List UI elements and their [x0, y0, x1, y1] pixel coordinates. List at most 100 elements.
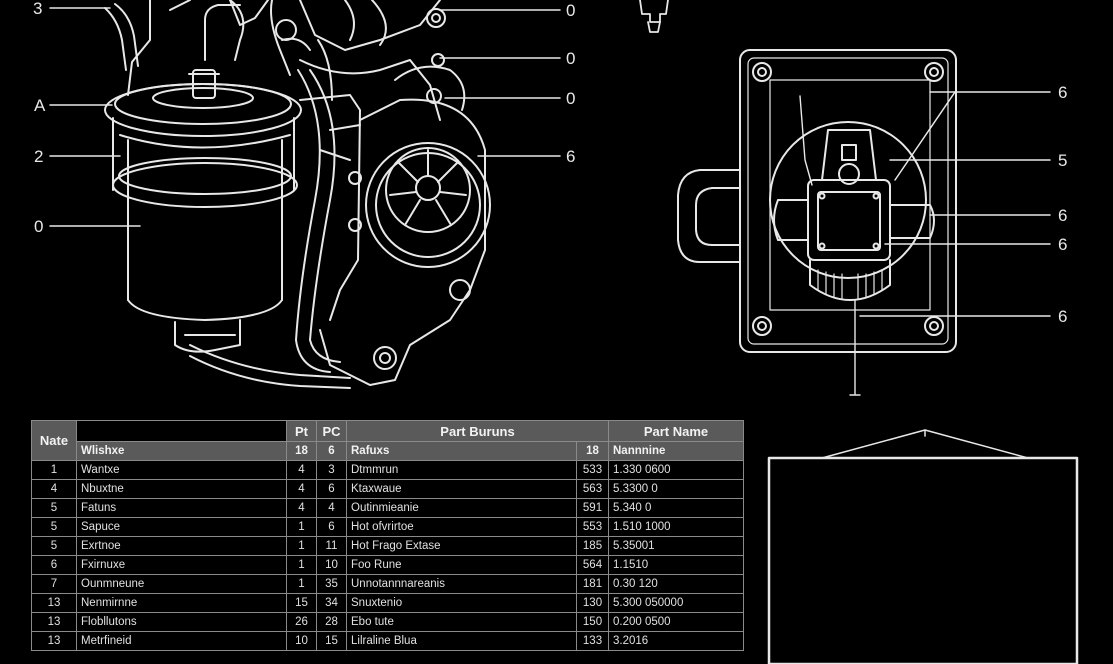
callout-module-1: 6 [1058, 83, 1068, 102]
cell-num: 563 [576, 479, 609, 499]
cell-desc: Ebo tute [346, 612, 577, 632]
cell-desc: Snuxtenio [346, 593, 577, 613]
table-row: 5 Fatuns 4 4 Outinmieanie 591 5.340 0 [31, 498, 744, 518]
cell-pc: 6 [316, 479, 347, 499]
cell-pc: 10 [316, 555, 347, 575]
cell-no: 13 [31, 612, 77, 632]
table-subheader-row: Wlishxe 18 6 Rafuxs 18 Nannnine [32, 441, 744, 461]
subheader-pt: 18 [286, 441, 317, 461]
cell-name: Nenmirnne [76, 593, 287, 613]
table-row: 13 Flobllutons 26 28 Ebo tute 150 0.200 … [31, 612, 744, 632]
cell-pt: 1 [286, 536, 317, 556]
subheader-pc: 6 [316, 441, 347, 461]
cell-no: 5 [31, 498, 77, 518]
table-row: 7 Ounmneune 1 35 Unnotannnareanis 181 0.… [31, 574, 744, 594]
cell-pt: 1 [286, 517, 317, 537]
cell-val: 5.300 050000 [608, 593, 744, 613]
cell-num: 564 [576, 555, 609, 575]
cell-name: Wantxe [76, 460, 287, 480]
table-row: 1 Wantxe 4 3 Dtmmrun 533 1.330 0600 [31, 460, 744, 480]
table-row: 6 Fxirnuxe 1 10 Foo Rune 564 1.1510 [31, 555, 744, 575]
cell-pc: 4 [316, 498, 347, 518]
table-row: 13 Nenmirnne 15 34 Snuxtenio 130 5.300 0… [31, 593, 744, 613]
cell-num: 150 [576, 612, 609, 632]
cell-val: 1.330 0600 [608, 460, 744, 480]
cell-desc: Outinmieanie [346, 498, 577, 518]
control-module [677, 49, 957, 396]
filter-canister [104, 69, 302, 353]
cell-desc: Foo Rune [346, 555, 577, 575]
cell-no: 1 [31, 460, 77, 480]
cell-num: 181 [576, 574, 609, 594]
cell-name: Ounmneune [76, 574, 287, 594]
cell-pc: 35 [316, 574, 347, 594]
callout-left-3: 2 [34, 147, 44, 166]
cell-no: 6 [31, 555, 77, 575]
subheader-name: Rafuxs [346, 441, 577, 461]
cell-name: Fatuns [76, 498, 287, 518]
cell-pc: 3 [316, 460, 347, 480]
cell-desc: Hot ofvrirtoe [346, 517, 577, 537]
parts-table: Nate Pt PC Part Buruns Part Name Wlishxe… [31, 420, 744, 651]
table-header-row: Nate Pt PC Part Buruns Part Name [31, 420, 744, 461]
cell-val: 5.35001 [608, 536, 744, 556]
cell-name: Metrfineid [76, 631, 287, 651]
table-row: 5 Exrtnoe 1 11 Hot Frago Extase 185 5.35… [31, 536, 744, 556]
cell-pt: 1 [286, 555, 317, 575]
callout-module-3: 6 [1058, 206, 1068, 225]
cell-num: 553 [576, 517, 609, 537]
cell-val: 1.510 1000 [608, 517, 744, 537]
cell-desc: Lilraline Blua [346, 631, 577, 651]
callout-left-4: 0 [34, 217, 44, 236]
cell-pc: 28 [316, 612, 347, 632]
callout-engine-right-1: 0 [566, 1, 576, 20]
header-no: Nate [31, 420, 77, 461]
cell-num: 130 [576, 593, 609, 613]
cell-val: 5.3300 0 [608, 479, 744, 499]
cell-val: 5.340 0 [608, 498, 744, 518]
cell-pc: 11 [316, 536, 347, 556]
cell-pc: 6 [316, 517, 347, 537]
table-row: 4 Nbuxtne 4 6 Ktaxwaue 563 5.3300 0 [31, 479, 744, 499]
header-pc: PC [316, 420, 347, 442]
pulley-housing [319, 98, 491, 386]
callout-left-1: 3 [33, 0, 43, 18]
cell-no: 7 [31, 574, 77, 594]
cell-pc: 15 [316, 631, 347, 651]
cell-val: 3.2016 [608, 631, 744, 651]
blank-panel [767, 429, 1079, 664]
cell-val: 0.30 120 [608, 574, 744, 594]
callout-engine-right-4: 6 [566, 147, 576, 166]
cell-name: Sapuce [76, 517, 287, 537]
cell-val: 0.200 0500 [608, 612, 744, 632]
cell-val: 1.1510 [608, 555, 744, 575]
cell-pt: 4 [286, 479, 317, 499]
header-pt: Pt [286, 420, 317, 442]
header-name: Wlishxe [76, 441, 287, 461]
subheader-num: 18 [576, 441, 609, 461]
callout-module-2: 5 [1058, 151, 1068, 170]
cell-name: Flobllutons [76, 612, 287, 632]
module-leader-lines [859, 91, 1051, 317]
table-row: 13 Metrfineid 10 15 Lilraline Blua 133 3… [31, 631, 744, 651]
cell-pt: 4 [286, 460, 317, 480]
cell-desc: Unnotannnareanis [346, 574, 577, 594]
cell-no: 4 [31, 479, 77, 499]
cell-no: 13 [31, 631, 77, 651]
callout-engine-right-2: 0 [566, 49, 576, 68]
spark-plug [639, 0, 669, 33]
cell-num: 185 [576, 536, 609, 556]
engine-assembly [104, 0, 491, 389]
cell-no: 13 [31, 593, 77, 613]
cell-name: Exrtnoe [76, 536, 287, 556]
cell-num: 591 [576, 498, 609, 518]
cell-no: 5 [31, 536, 77, 556]
callout-left-2: A [34, 96, 46, 115]
cell-pt: 1 [286, 574, 317, 594]
cell-num: 133 [576, 631, 609, 651]
cell-pt: 26 [286, 612, 317, 632]
cell-num: 533 [576, 460, 609, 480]
cell-pc: 34 [316, 593, 347, 613]
cell-pt: 4 [286, 498, 317, 518]
